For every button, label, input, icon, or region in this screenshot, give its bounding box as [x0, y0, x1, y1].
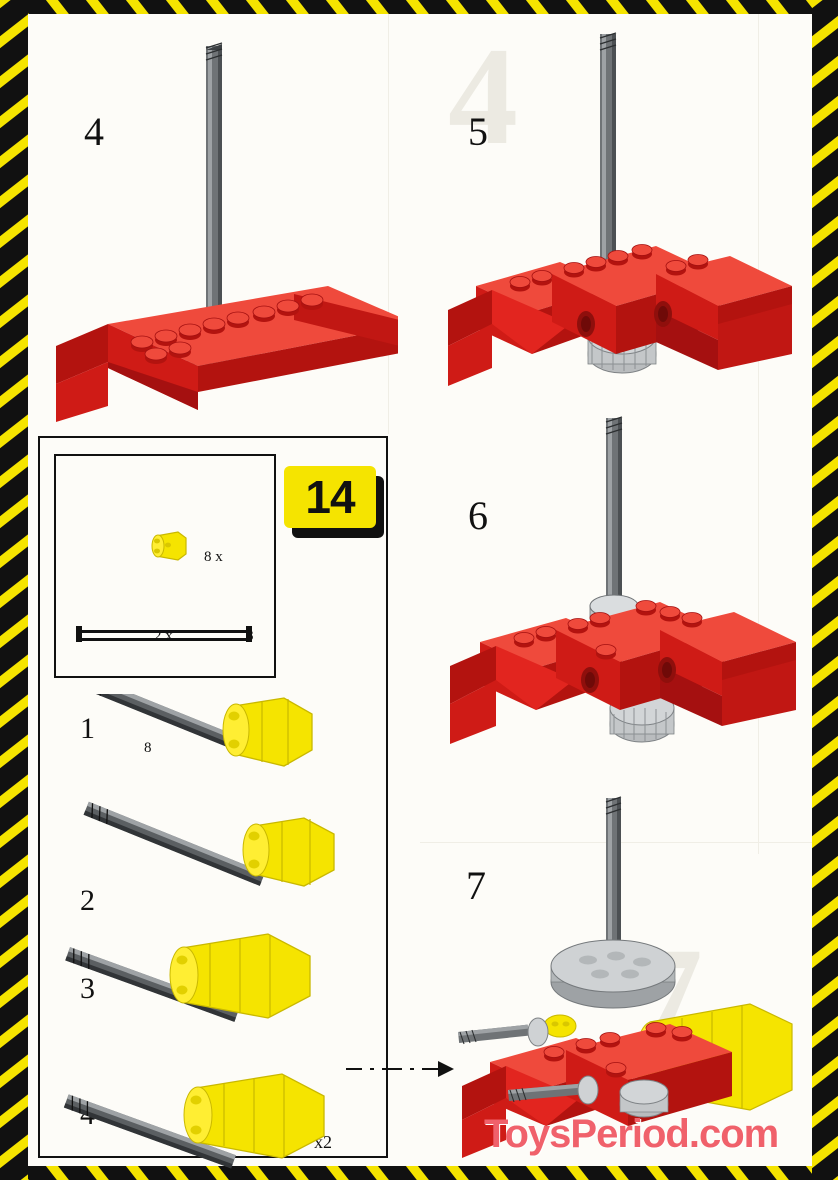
watermark-toys: Toys [484, 1112, 571, 1156]
ghost-number-0: 4 [448, 19, 518, 174]
substep-1-note: 8 [144, 740, 152, 756]
step-5-illustration [420, 24, 812, 424]
step-label-4: 4 [84, 109, 104, 154]
part-axle-end-left [76, 626, 82, 642]
scan-line-1 [388, 14, 389, 434]
substep-2-illustration [48, 796, 348, 936]
step-label-6: 6 [468, 493, 488, 538]
substep-4-illustration [48, 1040, 348, 1170]
border-left [0, 0, 28, 1180]
step-6-illustration [420, 404, 812, 804]
assembly-arrow [346, 1054, 458, 1084]
step-4-illustration [38, 24, 398, 424]
step-label-7: 7 [466, 863, 486, 908]
part-axle-end-right [246, 626, 252, 642]
watermark-dotcom: .com [688, 1112, 779, 1156]
part-axle-bar-bottom [80, 638, 250, 641]
substep-1-illustration [48, 694, 348, 824]
substep-3-illustration [48, 920, 348, 1050]
part-axle-count-right: 8 [246, 628, 254, 644]
step-7-illustration [420, 774, 812, 1166]
substep-label-1: 1 [80, 712, 95, 745]
step-badge-number: 14 [305, 471, 355, 523]
page-content: 4 5 6 7 4 [28, 14, 812, 1169]
substep-label-3: 3 [80, 972, 95, 1005]
scan-line-2 [758, 14, 759, 854]
part-yellow-cam-count: 8 x [204, 549, 223, 565]
step-badge-14: 14 [284, 466, 376, 528]
border-right [812, 0, 838, 1180]
part-axle-bar-top [80, 630, 250, 633]
part-axle-count-left: 2 x [154, 628, 173, 644]
watermark: ToysPeriod.com [484, 1112, 779, 1157]
border-bottom [0, 1166, 838, 1180]
border-top [0, 0, 838, 14]
substep-label-2: 2 [80, 884, 95, 917]
step-label-5: 5 [468, 109, 488, 154]
watermark-period: Period [570, 1112, 689, 1156]
part-yellow-cam-icon [148, 524, 192, 568]
